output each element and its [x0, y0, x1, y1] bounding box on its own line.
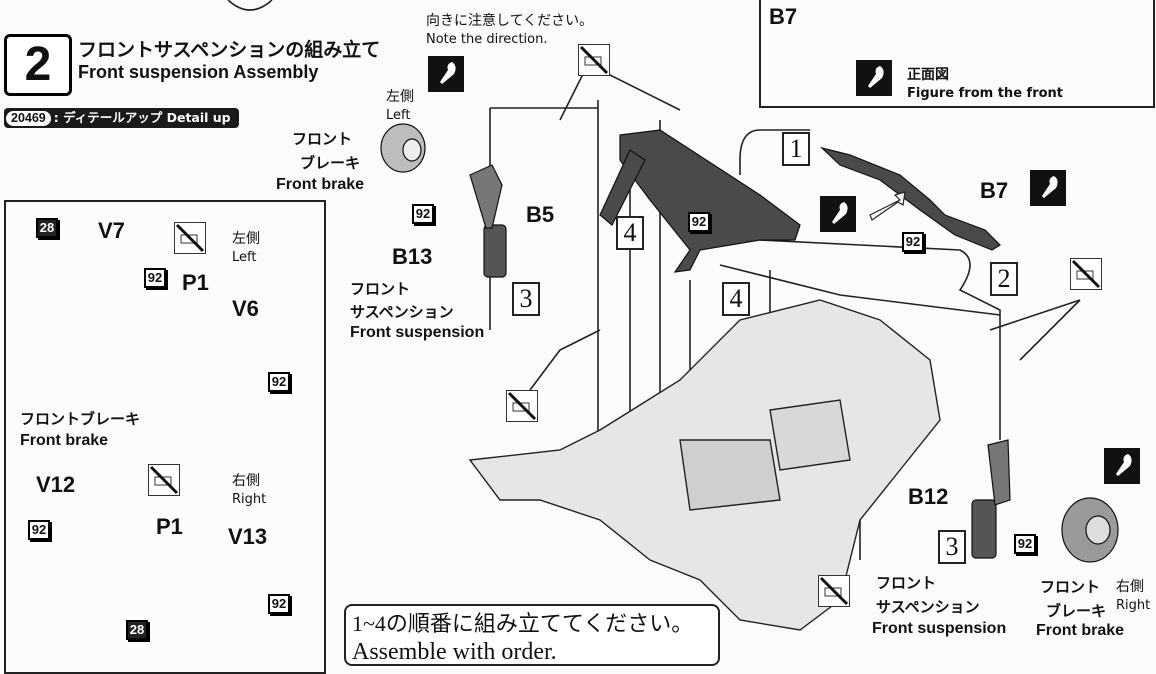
note-direction-icon	[856, 60, 892, 96]
part-b12: B12	[908, 484, 949, 509]
order-mark-3: 3	[512, 282, 540, 316]
step-title-jp: フロントサスペンションの組み立て	[78, 39, 381, 61]
front-suspension-jp-2: サスペンション	[350, 303, 454, 321]
part-p1: P1	[182, 270, 209, 295]
note-direction-icon	[428, 56, 464, 92]
part-tag-92: 92	[688, 212, 710, 232]
front-suspension-jp-2-right: サスペンション	[876, 598, 980, 616]
order-mark-1: 1	[782, 132, 810, 166]
inset-front-brake-en: Front brake	[20, 432, 109, 449]
order-mark-4: 4	[616, 216, 644, 250]
part-p1: P1	[156, 514, 183, 539]
front-suspension-jp-1-right: フロント	[876, 574, 937, 592]
part-b7: B7	[980, 178, 1009, 203]
front-brake-jp-1-right: フロント	[1040, 578, 1101, 596]
note-direction-icon	[820, 196, 856, 232]
part-tag-28: 28	[126, 620, 148, 640]
part-v13: V13	[228, 524, 268, 549]
detail-up-code: 20469	[6, 111, 51, 126]
no-glue-icon	[818, 575, 850, 607]
part-b5: B5	[526, 202, 555, 227]
part-tag-28: 28	[36, 218, 58, 238]
right-side-jp: 右側	[1116, 579, 1144, 595]
part-tag-92: 92	[144, 268, 166, 288]
part-b13: B13	[392, 244, 433, 269]
front-brake-en: Front brake	[276, 176, 365, 193]
left-side-jp: 左側	[386, 89, 414, 105]
part-v7: V7	[98, 218, 125, 243]
order-mark-2: 2	[990, 262, 1018, 296]
direction-note-jp: 向きに注意してください。	[426, 13, 594, 29]
part-tag-92: 92	[1014, 534, 1036, 554]
front-brake-jp-2-right: ブレーキ	[1046, 602, 1107, 620]
part-tag-92: 92	[268, 372, 290, 392]
direction-note-en: Note the direction.	[426, 32, 548, 47]
assembly-note-jp: 1~4の順番に組み立ててください。	[352, 611, 694, 636]
inset-front-brake-jp: フロントブレーキ	[20, 410, 141, 428]
no-glue-icon	[1070, 258, 1102, 290]
detail-up-label: : ディテールアップ Detail up	[53, 110, 231, 125]
assembly-order-note: 1~4の順番に組み立ててください。 Assemble with order.	[344, 604, 720, 666]
right-side-en: Right	[1116, 598, 1151, 613]
front-suspension-en-right: Front suspension	[872, 620, 1007, 637]
inset-left-jp: 左側	[232, 231, 260, 247]
step-title-en: Front suspension Assembly	[78, 62, 319, 82]
order-mark-4: 4	[722, 282, 750, 316]
detail-up-inset: 28 V7 左側 Left 92 P1 V6 92 フロントブレーキ Front…	[4, 200, 326, 674]
part-v12: V12	[36, 472, 76, 497]
b7-front-view-box: B7 正面図 Figure from the front	[759, 0, 1155, 108]
part-tag-92: 92	[28, 520, 50, 540]
part-tag-92: 92	[902, 232, 924, 252]
inset-right-en: Right	[232, 492, 267, 507]
no-glue-icon	[174, 222, 206, 254]
detail-up-badge: 20469: ディテールアップ Detail up	[4, 108, 239, 128]
front-suspension-jp-1: フロント	[350, 280, 411, 298]
part-v6: V6	[232, 296, 259, 321]
b7-view-en: Figure from the front	[907, 86, 1063, 101]
left-side-en: Left	[386, 108, 411, 123]
order-mark-3: 3	[938, 530, 966, 564]
no-glue-icon	[578, 44, 610, 76]
assembly-note-en: Assemble with order.	[352, 639, 557, 665]
note-direction-icon	[1104, 448, 1140, 484]
front-brake-jp-2: ブレーキ	[300, 154, 361, 172]
inset-right-jp: 右側	[232, 473, 260, 489]
part-tag-92: 92	[268, 594, 290, 614]
note-direction-icon	[1030, 170, 1066, 206]
part-tag-92: 92	[412, 204, 434, 224]
front-brake-en-right: Front brake	[1036, 622, 1125, 639]
no-glue-icon	[148, 464, 180, 496]
inset-left-en: Left	[232, 250, 257, 265]
front-brake-jp-1: フロント	[292, 130, 353, 148]
b7-view-jp: 正面図	[907, 67, 949, 83]
b7-box-title: B7	[769, 4, 798, 29]
step-number: 2	[4, 34, 72, 96]
front-suspension-en: Front suspension	[350, 324, 485, 341]
no-glue-icon	[506, 390, 538, 422]
